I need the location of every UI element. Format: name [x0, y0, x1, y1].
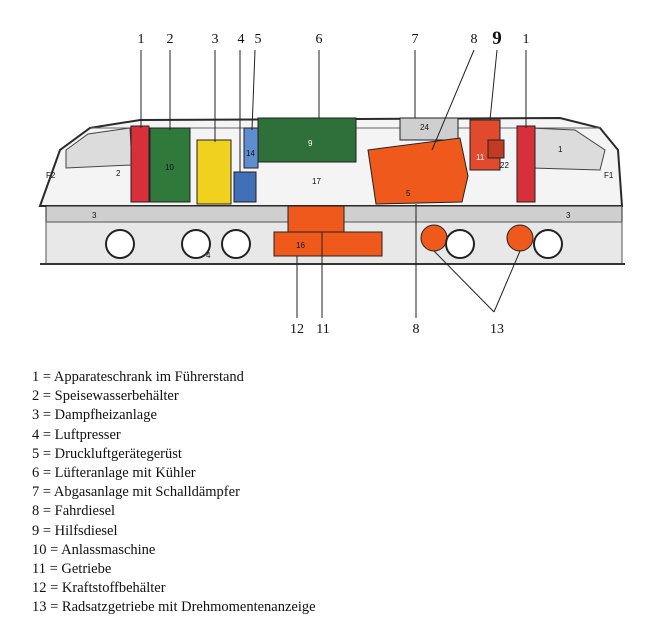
legend-item: 4 = Luftpresser [32, 426, 121, 443]
legend-item: 10 = Anlassmaschine [32, 541, 156, 558]
cabinet-1-right [516, 125, 536, 203]
callout-5: 5 [254, 32, 262, 47]
label-22: 22 [500, 161, 509, 170]
callout-4: 4 [237, 32, 245, 47]
label-9: 9 [308, 139, 313, 148]
starter-machine [487, 139, 505, 159]
wheel-4 [445, 229, 475, 259]
callout-13: 13 [490, 322, 504, 337]
legend-item: 9 = Hilfsdiesel [32, 522, 118, 539]
steam-heater [196, 139, 232, 205]
label-4: 4 [206, 251, 211, 260]
callout-11: 11 [316, 322, 330, 337]
legend-item: 6 = Lüfteranlage mit Kühler [32, 465, 196, 482]
label-f2: F2 [46, 171, 56, 180]
label-10: 10 [165, 163, 174, 172]
callout-1-left: 1 [137, 32, 145, 47]
label-f1: F1 [604, 171, 614, 180]
cab-window-left [65, 127, 133, 169]
callout-2: 2 [166, 32, 174, 47]
label-3-right: 3 [566, 211, 571, 220]
callout-12: 12 [290, 322, 304, 337]
air-compressor [233, 171, 257, 203]
legend-item: 3 = Dampfheizanlage [32, 407, 157, 424]
label-16: 16 [296, 241, 305, 250]
label-24: 24 [420, 123, 429, 132]
wheel-3 [221, 229, 251, 259]
locomotive-cutaway-diagram: F2 F1 10 9 17 24 22 11 5 3 3 2 1 4 16 14 [38, 49, 625, 318]
gearbox [287, 205, 345, 233]
callout-1-right: 1 [522, 32, 530, 47]
wheel-5 [533, 229, 563, 259]
axle-gear-1 [420, 224, 448, 252]
callout-3: 3 [211, 32, 219, 47]
legend-item: 11 = Getriebe [32, 561, 112, 578]
axle-gear-2 [506, 224, 534, 252]
callout-9: 9 [492, 28, 502, 49]
label-3-left: 3 [92, 211, 97, 220]
label-14: 14 [246, 149, 255, 158]
legend-item: 8 = Fahrdiesel [32, 503, 116, 520]
component-legend: 1 = Apparateschrank im Führerstand 2 = S… [32, 368, 316, 618]
legend-item: 5 = Druckluftgerätegerüst [32, 445, 182, 462]
callout-6: 6 [315, 32, 323, 47]
label-17: 17 [312, 177, 321, 186]
label-1: 1 [558, 145, 563, 154]
legend-item: 13 = Radsatzgetriebe mit Drehmomentenanz… [32, 599, 316, 616]
label-5: 5 [406, 189, 411, 198]
legend-item: 12 = Kraftstoffbehälter [32, 580, 166, 597]
fuel-tank [273, 231, 383, 257]
label-2: 2 [116, 169, 121, 178]
main-diesel-engine [367, 137, 469, 205]
callout-8-top: 8 [470, 32, 478, 47]
callout-8-bottom: 8 [412, 322, 420, 337]
exhaust-silencer [399, 117, 459, 141]
legend-item: 7 = Abgasanlage mit Schalldämpfer [32, 484, 240, 501]
wheel-2 [181, 229, 211, 259]
leader-lines [140, 49, 527, 318]
label-11: 11 [476, 153, 485, 162]
wheel-1 [105, 229, 135, 259]
fan-cooler-unit [257, 117, 357, 163]
legend-item: 1 = Apparateschrank im Führerstand [32, 369, 244, 385]
callout-7: 7 [411, 32, 419, 47]
cabinet-1-left [130, 125, 150, 203]
legend-item: 2 = Speisewasserbehälter [32, 388, 179, 405]
compressed-air-rack [243, 127, 259, 169]
feed-water-tank [149, 127, 191, 203]
